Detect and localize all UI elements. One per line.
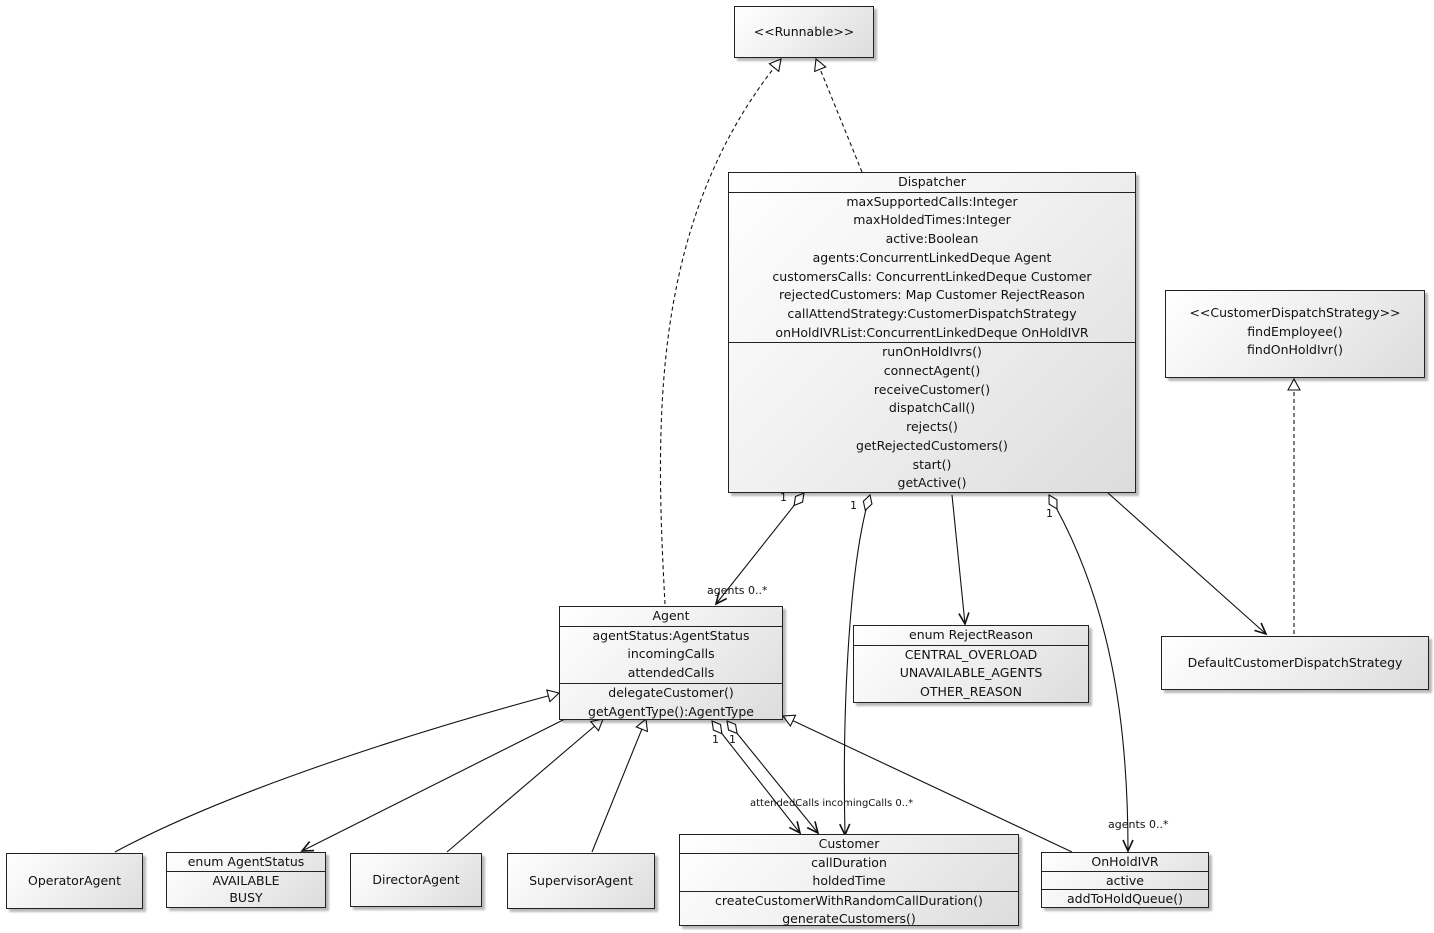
agent-realizes-runnable-edge xyxy=(659,58,782,605)
methods-compartment: findEmployee() findOnHoldIvr() xyxy=(1166,323,1424,360)
class-title: Customer xyxy=(818,836,880,851)
onhold-ivr-class-box[interactable]: OnHoldIVR active addToHoldQueue() xyxy=(1041,852,1209,908)
attribute-row: holdedTime xyxy=(812,873,886,889)
class-title: <<CustomerDispatchStrategy>> xyxy=(1189,305,1401,320)
supervisor-agent-class-box[interactable]: SupervisorAgent xyxy=(507,853,655,909)
class-title: Agent xyxy=(652,608,690,623)
class-title: Dispatcher xyxy=(898,174,966,189)
methods-compartment: delegateCustomer() getAgentType():AgentTy… xyxy=(560,682,782,721)
multiplicity-label: 1 xyxy=(729,733,736,746)
attribute-row: maxHoldedTimes:Integer xyxy=(853,212,1011,228)
dispatcher-class-box[interactable]: Dispatcher maxSupportedCalls:Integer maxH… xyxy=(728,172,1136,493)
attribute-row: onHoldIVRList:ConcurrentLinkedDeque OnHo… xyxy=(775,324,1089,340)
agent-attended-calls-edge xyxy=(727,721,818,833)
method-row: createCustomerWithRandomCallDuration() xyxy=(715,892,983,908)
enum-value-row: AVAILABLE xyxy=(212,872,280,888)
attribute-row: customersCalls: ConcurrentLinkedDeque Cu… xyxy=(772,268,1092,284)
director-agent-class-box[interactable]: DirectorAgent xyxy=(350,853,482,907)
enum-value-row: BUSY xyxy=(229,890,263,905)
runnable-interface-box[interactable]: <<Runnable>> xyxy=(734,6,874,58)
agent-status-enum-box[interactable]: enum AgentStatus AVAILABLE BUSY xyxy=(166,852,326,908)
class-title: enum RejectReason xyxy=(909,627,1033,642)
class-title: SupervisorAgent xyxy=(529,872,633,888)
supervisor-extends-agent-edge xyxy=(591,717,649,853)
attributes-compartment: callDuration holdedTime xyxy=(680,853,1018,890)
attribute-row: attendedCalls xyxy=(627,665,715,681)
method-row: getRejectedCustomers() xyxy=(856,437,1008,453)
multiplicity-label: attendedCalls incomingCalls 0..* xyxy=(750,798,914,809)
attribute-row: callDuration xyxy=(811,855,887,871)
method-row: receiveCustomer() xyxy=(873,381,991,397)
class-title: OnHoldIVR xyxy=(1091,854,1159,869)
multiplicity-label: agents 0..* xyxy=(1108,818,1169,831)
customer-class-box[interactable]: Customer callDuration holdedTime createCu… xyxy=(679,834,1019,926)
enum-values-compartment: CENTRAL_OVERLOAD UNAVAILABLE_AGENTS OTHER_… xyxy=(854,644,1088,702)
method-row: runOnHoldIvrs() xyxy=(882,344,982,360)
method-row: generateCustomers() xyxy=(782,910,916,926)
methods-compartment: createCustomerWithRandomCallDuration() ge… xyxy=(680,890,1018,928)
attributes-compartment: maxSupportedCalls:Integer maxHoldedTimes:… xyxy=(729,191,1135,343)
multiplicity-label: 1 xyxy=(850,499,857,512)
operator-agent-class-box[interactable]: OperatorAgent xyxy=(6,853,143,909)
attribute-row: agentStatus:AgentStatus xyxy=(592,627,750,643)
attribute-row: active:Boolean xyxy=(885,231,979,247)
dispatcher-ivr-aggregation-edge xyxy=(1049,495,1128,851)
operator-extends-agent-edge xyxy=(114,689,561,853)
customer-dispatch-strategy-interface-box[interactable]: <<CustomerDispatchStrategy>> findEmploye… xyxy=(1165,290,1425,378)
method-row: rejects() xyxy=(906,419,958,435)
attribute-row: callAttendStrategy:CustomerDispatchStrat… xyxy=(787,305,1077,321)
class-title: enum AgentStatus xyxy=(187,854,305,869)
enum-value-row: CENTRAL_OVERLOAD xyxy=(904,646,1038,662)
ivr-extends-agent-edge xyxy=(781,714,1073,853)
reject-reason-enum-box[interactable]: enum RejectReason CENTRAL_OVERLOAD UNAVAI… xyxy=(853,625,1089,703)
method-row: delegateCustomer() xyxy=(608,684,734,700)
agent-class-box[interactable]: Agent agentStatus:AgentStatus incomingCal… xyxy=(559,606,783,720)
methods-compartment: addToHoldQueue() xyxy=(1042,889,1208,908)
attribute-row: agents:ConcurrentLinkedDeque Agent xyxy=(812,249,1052,265)
agent-status-association-edge xyxy=(300,718,566,852)
attribute-row: active xyxy=(1106,872,1144,888)
dispatcher-reject-reason-edge xyxy=(951,494,970,626)
dispatcher-default-strategy-edge xyxy=(1107,492,1268,636)
enum-value-row: UNAVAILABLE_AGENTS xyxy=(899,665,1043,681)
dispatcher-agents-aggregation-edge xyxy=(716,493,804,604)
attribute-row: rejectedCustomers: Map Customer RejectRe… xyxy=(779,287,1085,303)
agent-incoming-calls-edge xyxy=(712,721,800,833)
class-title: DirectorAgent xyxy=(372,871,460,887)
dispatcher-realizes-runnable-edge xyxy=(813,57,863,173)
attribute-row: incomingCalls xyxy=(627,646,715,662)
multiplicity-label: agents 0..* xyxy=(707,584,768,597)
methods-compartment: runOnHoldIvrs() connectAgent() receiveCust… xyxy=(729,342,1135,493)
method-row: findOnHoldIvr() xyxy=(1247,342,1343,358)
enum-value-row: OTHER_REASON xyxy=(920,684,1022,700)
class-title: DefaultCustomerDispatchStrategy xyxy=(1187,654,1403,670)
method-row: connectAgent() xyxy=(883,363,981,379)
multiplicity-label: 1 xyxy=(780,491,787,504)
default-customer-dispatch-strategy-box[interactable]: DefaultCustomerDispatchStrategy xyxy=(1161,636,1429,690)
multiplicity-label: 1 xyxy=(712,733,719,746)
method-row: addToHoldQueue() xyxy=(1067,891,1183,906)
director-extends-agent-edge xyxy=(446,718,604,853)
class-title: OperatorAgent xyxy=(28,872,121,888)
attributes-compartment: active xyxy=(1042,870,1208,890)
multiplicity-label: 1 xyxy=(1046,507,1053,520)
enum-values-compartment: AVAILABLE BUSY xyxy=(167,870,325,907)
attribute-row: maxSupportedCalls:Integer xyxy=(846,193,1018,209)
method-row: dispatchCall() xyxy=(888,400,976,416)
method-row: getAgentType():AgentType xyxy=(588,703,754,719)
class-title: <<Runnable>> xyxy=(753,23,855,39)
method-row: getActive() xyxy=(897,475,967,491)
attributes-compartment: agentStatus:AgentStatus incomingCalls atte… xyxy=(560,625,782,683)
method-row: findEmployee() xyxy=(1247,323,1343,339)
dispatcher-customers-aggregation-edge xyxy=(844,495,870,835)
method-row: start() xyxy=(912,456,952,472)
